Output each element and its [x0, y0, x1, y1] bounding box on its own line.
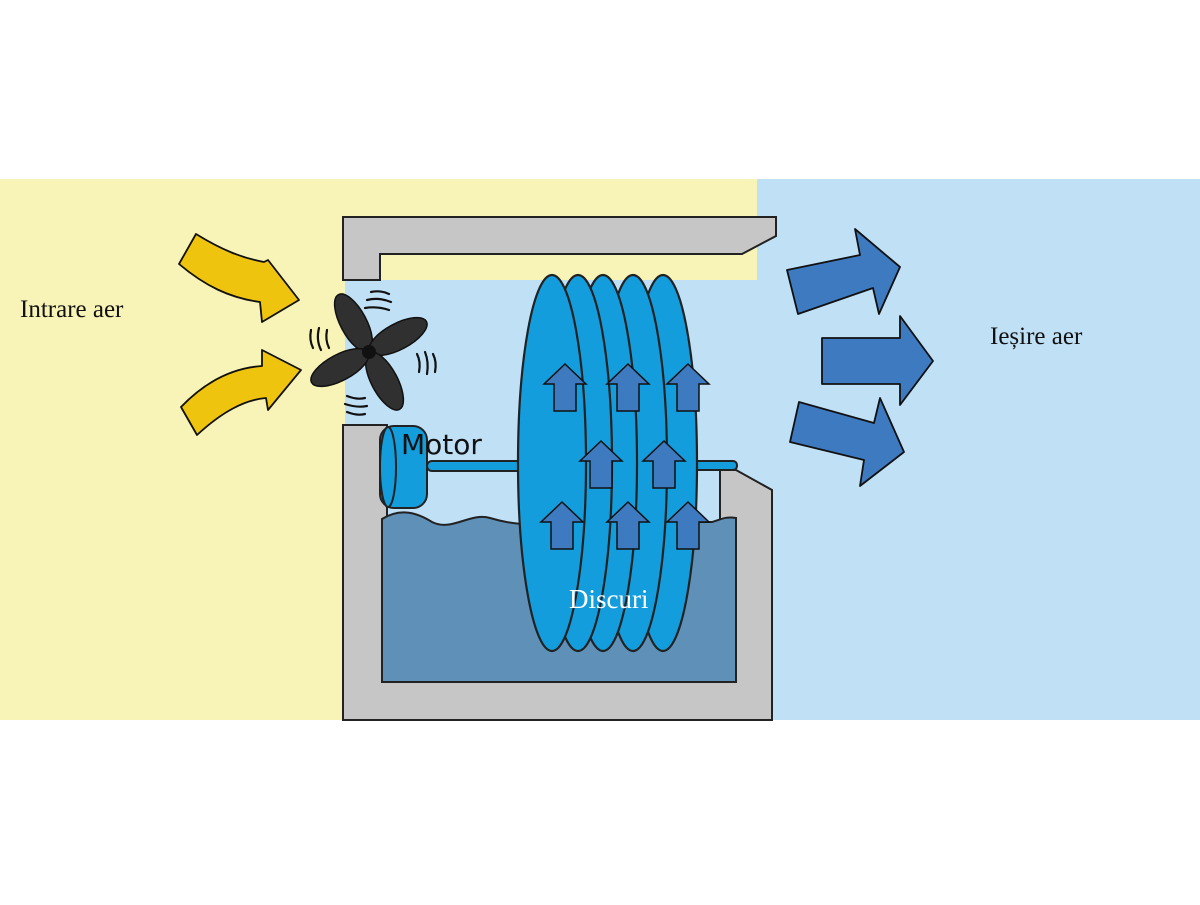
intake-label: Intrare aer [20, 296, 124, 323]
outlet-arrows [786, 228, 934, 487]
arrow-right-icon [821, 315, 934, 406]
disks-label: Discuri [569, 584, 649, 614]
outlet-label: Ieșire aer [990, 323, 1083, 350]
arrow-up-icon [665, 500, 711, 550]
motor-label: Motor [401, 428, 482, 461]
arrow-right-icon [789, 397, 905, 487]
arrow-up-icon [605, 362, 651, 412]
arrow-up-icon [641, 439, 687, 489]
arrow-up-icon [578, 439, 624, 489]
curved-arrow-icon [180, 349, 302, 436]
housing-lid [342, 216, 777, 281]
arrow-right-icon [786, 228, 901, 315]
curved-arrow-icon [178, 233, 300, 323]
arrow-up-icon [542, 362, 588, 412]
fan-icon [309, 290, 437, 416]
motor-face [379, 426, 397, 508]
arrow-up-icon [665, 362, 711, 412]
fan-motion-lines [309, 290, 437, 416]
intake-arrows [178, 233, 302, 436]
arrow-up-icon [539, 500, 585, 550]
arrow-up-icon [605, 500, 651, 550]
updraft-arrows [539, 362, 711, 550]
fan-hub [362, 345, 376, 359]
